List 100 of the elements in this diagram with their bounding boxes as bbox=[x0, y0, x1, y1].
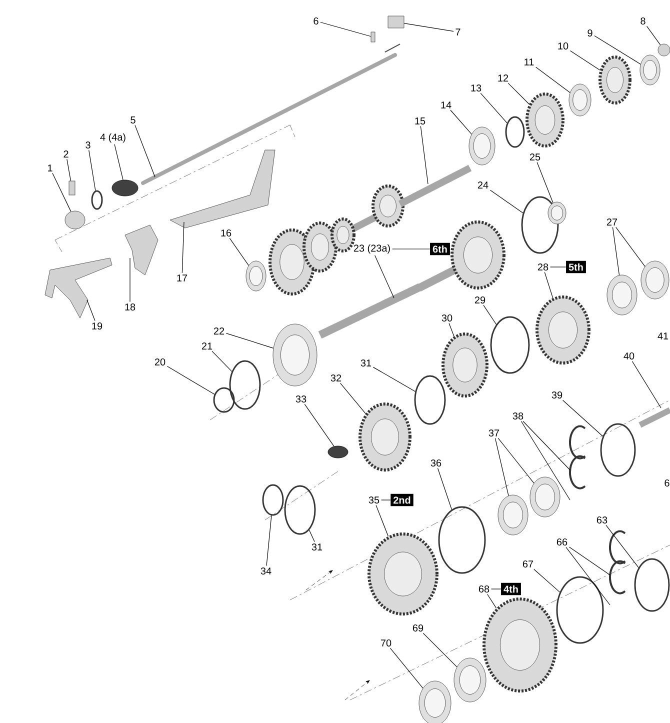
gear-label: 2nd bbox=[390, 494, 414, 506]
snap-ring bbox=[634, 558, 670, 612]
leader-line bbox=[594, 35, 641, 64]
leader-line bbox=[266, 515, 272, 566]
gear-label: 5th bbox=[566, 260, 586, 274]
leader-line bbox=[372, 366, 416, 392]
leader-line bbox=[66, 158, 72, 182]
connector-line bbox=[392, 248, 430, 250]
callout-number: 16 bbox=[221, 229, 232, 237]
gear bbox=[358, 402, 412, 472]
callout-number: 24 bbox=[478, 182, 488, 188]
callout-number: 39 bbox=[552, 391, 562, 399]
callout-number: 69 bbox=[412, 624, 424, 632]
snap-ring bbox=[414, 375, 446, 425]
callout-number: 5 bbox=[130, 116, 136, 124]
snap-ring bbox=[556, 576, 604, 644]
snap-ring bbox=[600, 423, 636, 477]
callout-number: 25 bbox=[530, 153, 540, 161]
callout-number: 28 bbox=[538, 263, 548, 271]
leader-line bbox=[437, 468, 452, 510]
callout-number: 37 bbox=[488, 429, 500, 437]
connector-line bbox=[490, 588, 502, 590]
callout-number: 8 bbox=[640, 17, 646, 25]
callout-number: 20 bbox=[154, 358, 166, 366]
leader-line bbox=[88, 150, 96, 191]
leader-line bbox=[612, 226, 620, 276]
leader-line bbox=[646, 26, 661, 46]
connector-line bbox=[550, 266, 566, 268]
snap-ring bbox=[213, 387, 235, 413]
callout-number: 2 bbox=[64, 150, 68, 158]
callout-number: 7 bbox=[456, 28, 460, 36]
leader-line bbox=[562, 400, 604, 437]
callout-number: 27 bbox=[606, 218, 618, 226]
thrust-washer bbox=[569, 425, 586, 460]
leader-line bbox=[182, 222, 184, 274]
sleeve bbox=[328, 446, 348, 458]
leader-line bbox=[494, 438, 509, 496]
callout-number: 6 bbox=[314, 17, 318, 25]
leader-line bbox=[52, 172, 72, 212]
callout-number: 32 bbox=[330, 374, 342, 382]
gear bbox=[482, 598, 558, 692]
bearing bbox=[418, 680, 452, 723]
callout-number: 70 bbox=[380, 639, 392, 647]
leader-line bbox=[229, 238, 249, 266]
callout-number: 19 bbox=[92, 322, 102, 330]
callout-number: 13 bbox=[471, 84, 482, 92]
shaft bbox=[638, 407, 670, 428]
pin bbox=[370, 32, 376, 42]
thrust-washer bbox=[609, 560, 626, 594]
callout-number: 36 bbox=[430, 459, 442, 467]
snap-ring bbox=[490, 316, 530, 374]
snap-ring bbox=[284, 485, 316, 535]
callout-number: 38 bbox=[512, 412, 524, 420]
leader-line bbox=[632, 360, 662, 408]
leader-line bbox=[376, 504, 389, 537]
callout-number: 3 bbox=[86, 141, 90, 149]
callout-number: 33 bbox=[296, 395, 306, 403]
bearing bbox=[606, 274, 638, 316]
callout-number: 22 bbox=[214, 328, 224, 334]
main-shaft bbox=[318, 283, 422, 339]
gear bbox=[536, 296, 590, 364]
bearing bbox=[272, 324, 318, 386]
leader-line bbox=[520, 420, 570, 500]
shift-fork bbox=[44, 258, 112, 318]
leader-line bbox=[570, 50, 600, 70]
leader-line bbox=[566, 546, 610, 606]
cap bbox=[658, 44, 670, 56]
gear-label: 6th bbox=[430, 242, 450, 256]
leader-line bbox=[114, 144, 124, 180]
leader-line bbox=[450, 110, 472, 134]
callout-number: 41 bbox=[658, 332, 668, 340]
snap-ring bbox=[438, 506, 486, 574]
bearing bbox=[246, 260, 266, 292]
bearing bbox=[640, 260, 670, 300]
gear-label: 4th bbox=[501, 582, 521, 596]
bearing bbox=[454, 658, 486, 702]
leader-line bbox=[212, 350, 232, 372]
callout-number: 10 bbox=[558, 42, 568, 50]
callout-number: 34 bbox=[260, 567, 272, 575]
shift-fork bbox=[124, 224, 158, 276]
callout-number: 66 bbox=[556, 538, 568, 546]
leader-line bbox=[86, 300, 96, 322]
leader-line bbox=[134, 124, 156, 178]
leader-line bbox=[522, 420, 570, 470]
callout-number: 30 bbox=[442, 314, 452, 322]
callout-number: 68 bbox=[478, 585, 490, 593]
callout-number: 4 (4a) bbox=[100, 133, 126, 143]
leader-line bbox=[226, 333, 274, 348]
bearing bbox=[640, 54, 660, 86]
leader-line bbox=[480, 92, 508, 124]
callout-number: 31 bbox=[360, 359, 372, 367]
snap-ring bbox=[262, 484, 284, 516]
callout-number: 9 bbox=[588, 29, 592, 37]
leader-line bbox=[340, 382, 366, 414]
bearing bbox=[568, 84, 592, 116]
leader-line bbox=[320, 22, 372, 37]
leader-line bbox=[308, 530, 315, 542]
cap bbox=[64, 210, 86, 230]
leader-line bbox=[404, 23, 454, 32]
callout-number: 63 bbox=[596, 516, 608, 524]
